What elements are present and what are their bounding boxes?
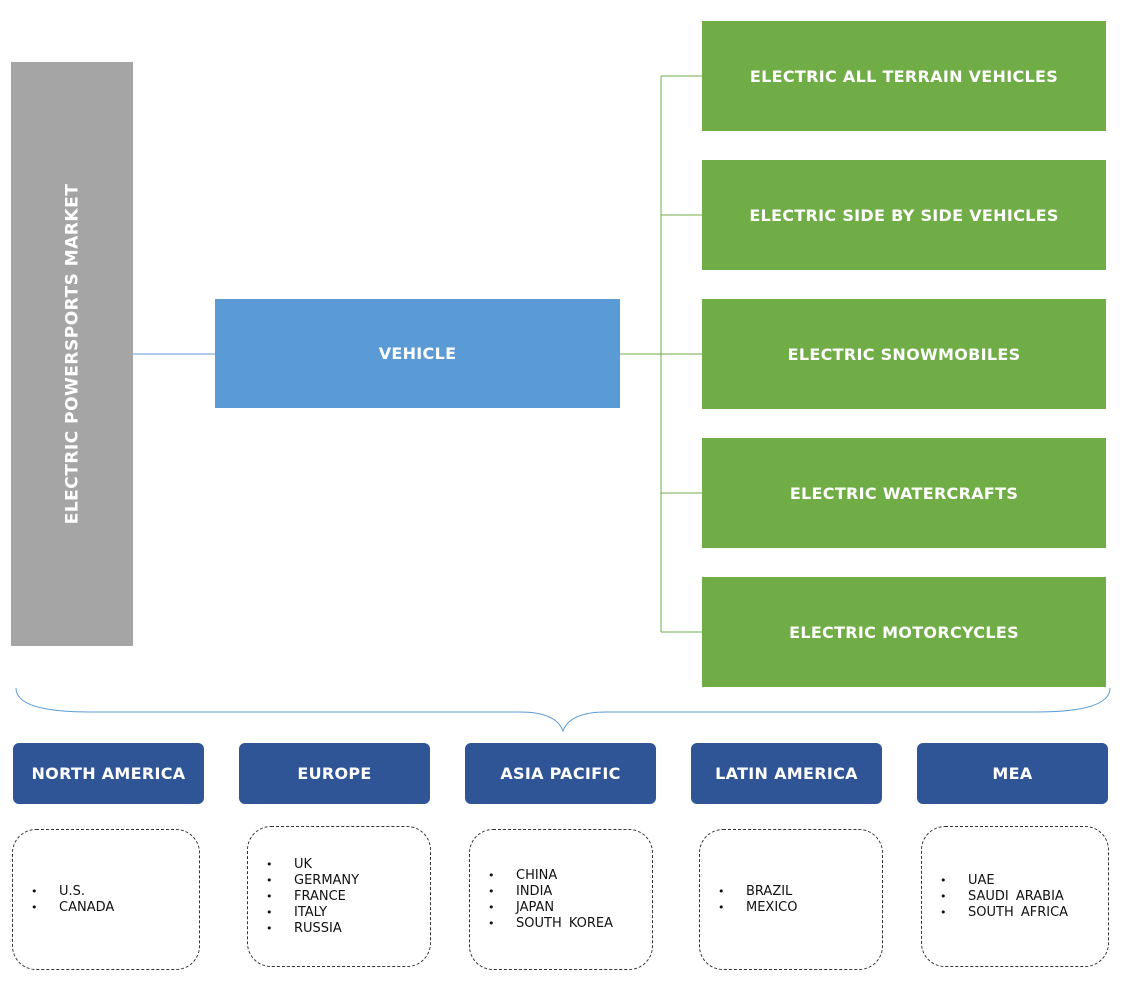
vehicle-type-node: ELECTRIC WATERCRAFTS xyxy=(702,438,1106,548)
vehicle-type-node: ELECTRIC MOTORCYCLES xyxy=(702,577,1106,687)
country-item: FRANCE xyxy=(266,889,359,905)
country-item: CANADA xyxy=(31,900,114,916)
region-latin-america: LATIN AMERICA xyxy=(691,743,882,804)
country-item: CHINA xyxy=(488,868,613,884)
region-europe: EUROPE xyxy=(239,743,430,804)
vehicle-label: VEHICLE xyxy=(378,344,457,363)
country-item: SAUDI ARABIA xyxy=(940,889,1068,905)
vehicle-type-label: ELECTRIC MOTORCYCLES xyxy=(789,622,1019,642)
country-item: GERMANY xyxy=(266,873,359,889)
vehicle-type-label: ELECTRIC SNOWMOBILES xyxy=(787,344,1021,364)
region-label: EUROPE xyxy=(297,764,372,783)
country-list-europe: UK GERMANY FRANCE ITALY RUSSIA xyxy=(247,826,431,967)
vehicle-node: VEHICLE xyxy=(215,299,620,408)
region-asia-pacific: ASIA PACIFIC xyxy=(465,743,656,804)
vehicle-type-node: ELECTRIC ALL TERRAIN VEHICLES xyxy=(702,21,1106,131)
root-label: ELECTRIC POWERSPORTS MARKET xyxy=(62,183,82,525)
region-label: LATIN AMERICA xyxy=(715,764,858,783)
region-label: ASIA PACIFIC xyxy=(500,764,621,783)
region-mea: MEA xyxy=(917,743,1108,804)
country-item: JAPAN xyxy=(488,900,613,916)
country-list-mea: UAE SAUDI ARABIA SOUTH AFRICA xyxy=(921,826,1109,967)
country-item: BRAZIL xyxy=(718,884,797,900)
country-list-asia-pacific: CHINA INDIA JAPAN SOUTH KOREA xyxy=(469,829,653,970)
country-item: INDIA xyxy=(488,884,613,900)
vehicle-type-label: ELECTRIC ALL TERRAIN VEHICLES xyxy=(749,66,1059,86)
country-item: SOUTH AFRICA xyxy=(940,905,1068,921)
country-item: ITALY xyxy=(266,905,359,921)
region-north-america: NORTH AMERICA xyxy=(13,743,204,804)
root-node: ELECTRIC POWERSPORTS MARKET xyxy=(11,62,133,646)
region-label: MEA xyxy=(992,764,1033,783)
country-item: RUSSIA xyxy=(266,921,359,937)
curly-brace xyxy=(15,687,1111,733)
country-item: MEXICO xyxy=(718,900,798,916)
country-item: SOUTH KOREA xyxy=(488,916,613,932)
country-list-north-america: U.S. CANADA xyxy=(12,829,200,970)
country-item: U.S. xyxy=(31,884,114,900)
vehicle-type-label: ELECTRIC WATERCRAFTS xyxy=(789,483,1019,503)
region-label: NORTH AMERICA xyxy=(31,764,186,783)
vehicle-type-node: ELECTRIC SNOWMOBILES xyxy=(702,299,1106,409)
vehicle-type-label: ELECTRIC SIDE BY SIDE VEHICLES xyxy=(749,205,1059,225)
country-item: UK xyxy=(266,857,359,873)
vehicle-type-node: ELECTRIC SIDE BY SIDE VEHICLES xyxy=(702,160,1106,270)
country-item: UAE xyxy=(940,873,1068,889)
country-list-latin-america: BRAZIL MEXICO xyxy=(699,829,883,970)
